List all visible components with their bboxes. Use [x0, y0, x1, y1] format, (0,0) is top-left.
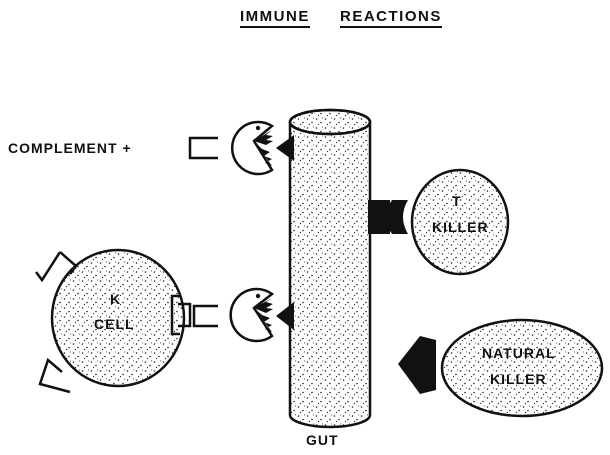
natural-killer-label-line2: KILLER [490, 371, 547, 387]
complement-group [190, 122, 294, 174]
pacman-chomper-icon [232, 122, 273, 174]
complement-label: COMPLEMENT + [8, 140, 132, 156]
title-word-immune: IMMUNE [240, 8, 310, 28]
antibody-stem [194, 306, 218, 326]
t-killer-receptor [386, 200, 408, 234]
pacman-chomper-icon [231, 289, 273, 341]
t-killer-label-line1: T [452, 193, 462, 209]
gut-tube [290, 110, 370, 427]
k-cell-label-line2: CELL [94, 316, 135, 332]
t-killer-label-line2: KILLER [432, 219, 489, 235]
left-arrow-icon [398, 336, 436, 394]
antibody-binding-wedge [276, 302, 294, 330]
k-cell-receptor-bottom [40, 360, 70, 392]
natural-killer-cell [442, 320, 602, 416]
k-cell-group [36, 250, 294, 392]
gut-label: GUT [306, 432, 339, 448]
k-cell-label-line1: K [110, 291, 121, 307]
complement-binding-wedge [276, 135, 294, 161]
natural-killer-label-line1: NATURAL [482, 345, 556, 361]
title-word-reactions: REACTIONS [340, 8, 442, 28]
natural-killer-group [398, 320, 602, 416]
